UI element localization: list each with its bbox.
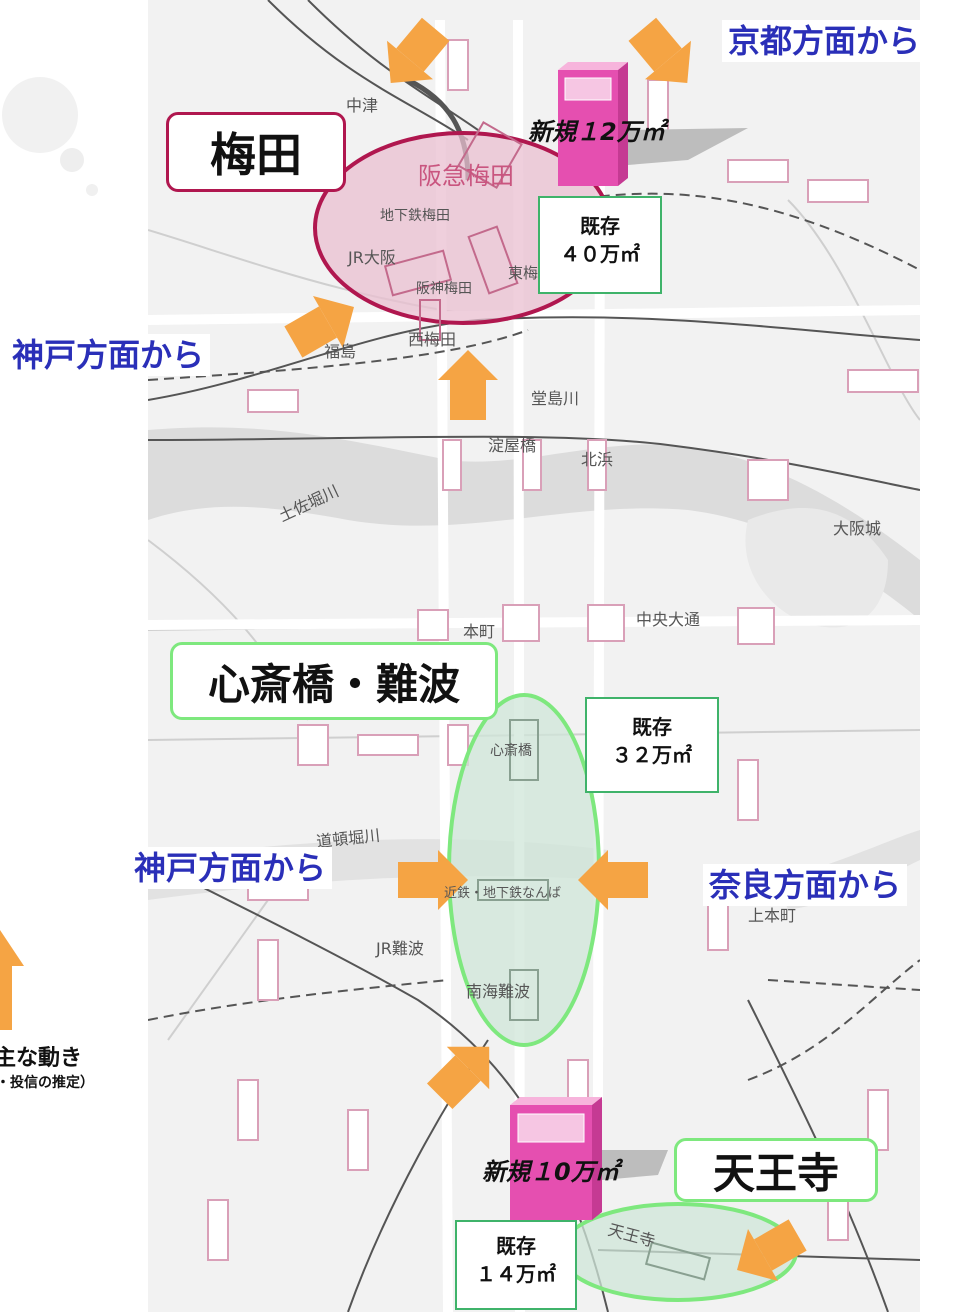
direction-from-kobe-north: 神戸方面から xyxy=(6,334,211,376)
map[interactable]: 中津 阪急梅田 地下鉄梅田 JR大阪 阪神梅田 東梅田 西梅田 福島 堂島川 淀… xyxy=(148,0,920,1312)
tennoji-existing-value: １４万㎡ xyxy=(476,1262,556,1286)
arrow-kobe-north-icon xyxy=(284,296,354,358)
label-subway-umeda: 地下鉄梅田 xyxy=(380,208,450,224)
shinsaibashi-namba-existing-value: ３２万㎡ xyxy=(612,743,692,767)
legend-arrow-icon xyxy=(0,930,24,1030)
label-fukushima: 福島 xyxy=(324,342,357,361)
tennoji-existing-box: 既存 １４万㎡ xyxy=(455,1220,577,1310)
direction-from-kyoto: 京都方面から xyxy=(722,20,927,62)
direction-from-kobe-south: 神戸方面から xyxy=(128,847,333,889)
arrow-umeda-south-icon xyxy=(438,350,498,420)
tennoji-existing-label: 既存 xyxy=(496,1234,536,1258)
shinsaibashi-namba-existing-box: 既存 ３２万㎡ xyxy=(585,697,719,793)
arrow-tennoji-north-icon xyxy=(426,1046,490,1110)
label-osaka-castle: 大阪城 xyxy=(833,519,882,538)
umeda-existing-value: ４０万㎡ xyxy=(560,242,640,266)
label-shinsaibashi: 心斎橋 xyxy=(490,743,532,759)
label-nakatsu: 中津 xyxy=(346,96,379,115)
label-dojimagawa: 堂島川 xyxy=(531,389,580,408)
tennoji-title: 天王寺 xyxy=(674,1138,878,1202)
umeda-existing-box: 既存 ４０万㎡ xyxy=(538,196,662,294)
label-jr-osaka: JR大阪 xyxy=(348,248,396,267)
arrow-umeda-north-icon xyxy=(387,17,450,83)
arrow-kobe-south-icon xyxy=(398,850,468,910)
label-uehommachi: 上本町 xyxy=(748,906,797,925)
label-hankyu-umeda: 阪急梅田 xyxy=(418,162,514,190)
label-namba: 近鉄・地下鉄なんば xyxy=(444,886,562,901)
label-hommachi: 本町 xyxy=(463,622,496,641)
legend-subtitle: ・投信の推定） xyxy=(0,1075,94,1091)
label-chuo-odori: 中央大通 xyxy=(636,610,701,629)
label-yodoyabashi: 淀屋橋 xyxy=(488,436,537,455)
tennoji-new-building-icon xyxy=(510,1097,668,1220)
arrow-tennoji-east-icon xyxy=(737,1219,807,1281)
decorative-circles xyxy=(2,77,98,196)
tennoji-new-area: 新規１0万㎡ xyxy=(482,1158,619,1186)
arrow-nara-icon xyxy=(578,850,648,910)
label-nishi-umeda: 西梅田 xyxy=(408,330,457,349)
park xyxy=(745,508,888,628)
label-kitahama: 北浜 xyxy=(581,450,614,469)
arrow-kyoto-icon xyxy=(628,17,691,83)
shinsaibashi-namba-existing-label: 既存 xyxy=(632,715,672,739)
direction-from-nara: 奈良方面から xyxy=(703,864,908,906)
umeda-new-building-icon xyxy=(558,62,748,186)
legend-title: 主な動き xyxy=(0,1046,83,1071)
label-jr-namba: JR難波 xyxy=(376,939,424,958)
label-nankai-namba: 南海難波 xyxy=(466,982,531,1001)
umeda-existing-label: 既存 xyxy=(580,214,620,238)
umeda-new-area: 新規１2万㎡ xyxy=(528,118,665,146)
flow-arrows xyxy=(284,17,807,1281)
shinsaibashi-namba-title: 心斎橋・難波 xyxy=(170,642,498,720)
umeda-title: 梅田 xyxy=(166,112,346,192)
legend: 主な動き ・投信の推定） xyxy=(0,1040,94,1092)
river xyxy=(148,427,920,620)
label-hanshin-umeda: 阪神梅田 xyxy=(416,281,472,297)
